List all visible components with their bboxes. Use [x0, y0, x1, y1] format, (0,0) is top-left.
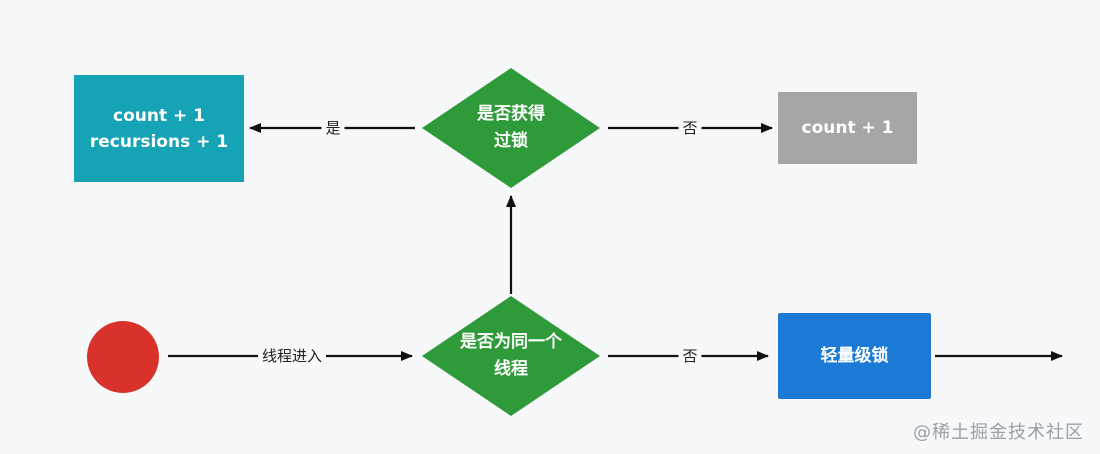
acquired-decision-label: 是否获得 过锁: [422, 68, 600, 188]
lightweight-lock-label: 轻量级锁: [820, 346, 889, 366]
count-increment-line-1: count + 1: [801, 118, 894, 138]
acquired-decision-line-1: 是否获得: [477, 104, 545, 124]
start-node: [87, 321, 159, 393]
same-thread-decision-label: 是否为同一个 线程: [422, 296, 600, 416]
reentrant-count-line-2: recursions + 1: [89, 131, 229, 152]
acquired-decision-shape: [422, 68, 600, 188]
same-thread-decision: 是否为同一个 线程: [422, 296, 600, 416]
edge-no-top-label: 否: [678, 119, 702, 137]
reentrant-count-line-1: count + 1: [113, 105, 205, 126]
watermark: @稀土掘金技术社区: [913, 422, 1084, 443]
same-thread-decision-line-1: 是否为同一个: [460, 332, 562, 352]
reentrant-count-box: count + 1 recursions + 1: [74, 75, 244, 182]
edge-yes-label: 是: [321, 119, 345, 137]
edge-no-bottom-label: 否: [678, 347, 702, 365]
edge-enter-label: 线程进入: [257, 347, 327, 365]
acquired-decision-line-2: 过锁: [494, 131, 528, 151]
count-increment-box: count + 1: [778, 92, 917, 164]
same-thread-decision-shape: [422, 296, 600, 416]
lightweight-lock-box: 轻量级锁: [778, 313, 931, 399]
same-thread-decision-line-2: 线程: [494, 359, 528, 379]
acquired-decision: 是否获得 过锁: [422, 68, 600, 188]
